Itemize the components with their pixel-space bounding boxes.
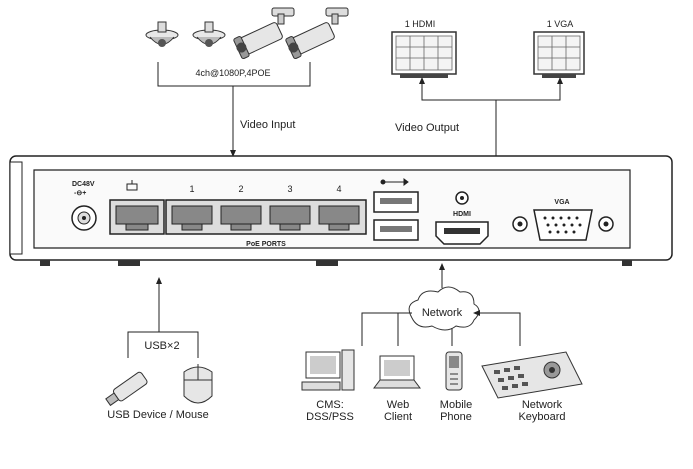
usb-count-label: USB×2 bbox=[144, 340, 179, 352]
poe-port-number-2: 2 bbox=[238, 184, 243, 194]
usb-port-1[interactable] bbox=[373, 191, 419, 213]
vga-port-label: VGA bbox=[554, 199, 569, 206]
dc-polarity-label: -⊖+ bbox=[74, 190, 86, 197]
poe-port-numbers: 1 2 3 4 bbox=[189, 184, 341, 194]
vga-port[interactable] bbox=[533, 209, 593, 241]
poe-port-3[interactable] bbox=[269, 205, 311, 231]
usb-drive-icon bbox=[105, 371, 148, 407]
poe-port-number-4: 4 bbox=[336, 184, 341, 194]
bullet-camera-1-icon bbox=[233, 7, 295, 60]
mobile-phone-label-line1: Mobile bbox=[440, 399, 472, 411]
network-connector-lines bbox=[361, 263, 521, 346]
poe-port-4[interactable] bbox=[318, 205, 360, 231]
hdmi-monitor-icon bbox=[391, 31, 457, 78]
poe-port-2[interactable] bbox=[220, 205, 262, 231]
camera-connector-lines bbox=[157, 62, 311, 157]
camera-spec-label: 4ch@1080P,4POE bbox=[195, 68, 270, 78]
hdmi-symbol-icon bbox=[455, 191, 469, 205]
network-cloud-icon bbox=[408, 286, 480, 331]
bullet-camera-2-icon bbox=[285, 7, 349, 60]
vga-screw-right-icon bbox=[598, 216, 614, 232]
usb-device-label: USB Device / Mouse bbox=[107, 409, 208, 421]
monitor-connector-lines bbox=[419, 77, 563, 156]
network-port-icon bbox=[126, 180, 138, 191]
network-label: Network bbox=[422, 307, 463, 319]
dome-camera-1-icon bbox=[145, 21, 179, 47]
vga-monitor-icon bbox=[533, 31, 585, 78]
vga-screw-left-icon bbox=[512, 216, 528, 232]
web-client-label-line1: Web bbox=[387, 399, 409, 411]
mouse-icon bbox=[183, 364, 213, 404]
video-output-label: Video Output bbox=[395, 122, 459, 134]
network-keyboard-icon bbox=[481, 351, 583, 399]
lan-port[interactable] bbox=[109, 199, 165, 235]
poe-port-number-3: 3 bbox=[287, 184, 292, 194]
cms-computer-icon bbox=[301, 349, 355, 391]
hdmi-port-label: HDMI bbox=[453, 211, 471, 218]
network-keyboard-label-line2: Keyboard bbox=[518, 411, 565, 423]
cms-label-line1: CMS: bbox=[316, 399, 344, 411]
hdmi-monitor-label: 1 HDMI bbox=[405, 19, 436, 29]
dome-camera-2-icon bbox=[192, 21, 226, 47]
dc-input-label: DC48V bbox=[72, 181, 95, 188]
vga-monitor-label: 1 VGA bbox=[547, 19, 574, 29]
mobile-phone-icon bbox=[445, 351, 463, 391]
web-client-laptop-icon bbox=[373, 355, 421, 389]
cms-label-line2: DSS/PSS bbox=[306, 411, 354, 423]
poe-port-number-1: 1 bbox=[189, 184, 194, 194]
usb-symbol-icon bbox=[380, 178, 409, 186]
hdmi-port[interactable] bbox=[435, 221, 489, 245]
usb-port-2[interactable] bbox=[373, 219, 419, 241]
poe-port-1[interactable] bbox=[171, 205, 213, 231]
web-client-label-line2: Client bbox=[384, 411, 412, 423]
poe-ports-label: PoE PORTS bbox=[246, 241, 286, 248]
mobile-phone-label-line2: Phone bbox=[440, 411, 472, 423]
video-input-label: Video Input bbox=[240, 119, 295, 131]
usb-connector-lines bbox=[127, 277, 199, 358]
network-keyboard-label-line1: Network bbox=[522, 399, 563, 411]
dc-power-jack[interactable] bbox=[71, 205, 97, 231]
